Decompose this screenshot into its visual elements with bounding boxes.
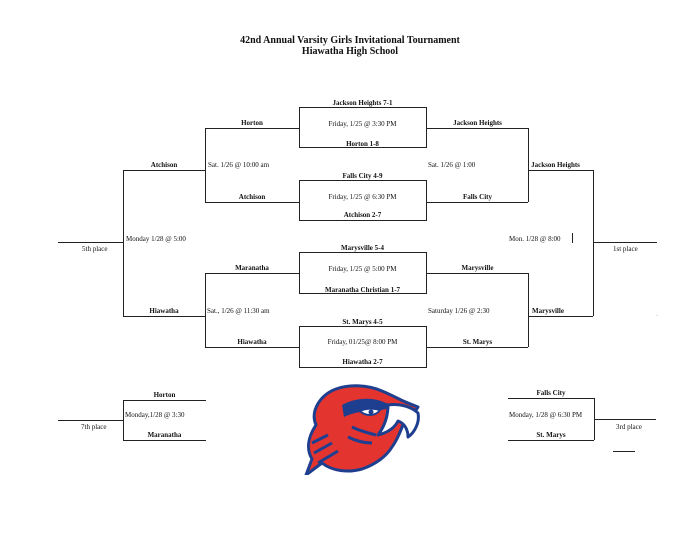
right-final-top-team: Jackson Heights: [531, 161, 580, 169]
seventh-place-line: [58, 420, 123, 421]
page-subtitle: Hiawatha High School: [301, 46, 399, 57]
left-semi1-top-line: [205, 128, 299, 129]
left-semi1-bottom-line: [205, 202, 299, 203]
game-3-time: Friday, 1/25 @ 5:00 PM: [328, 265, 397, 273]
left-final-bottom-team: Hiawatha: [149, 307, 179, 315]
third-place-label: 3rd place: [616, 423, 642, 431]
page-title: 42nd Annual Varsity Girls Invitational T…: [240, 35, 460, 46]
third-place-blank-line: [613, 451, 635, 452]
right-semi1-bottom-team: Falls City: [463, 193, 492, 201]
third-bottom-line: [508, 440, 594, 441]
right-final-top-line: [528, 170, 593, 171]
left-semi2-top-line: [205, 273, 299, 274]
right-semi2-bottom-team: St. Marys: [462, 338, 493, 346]
right-semi1-vline: [528, 128, 529, 202]
right-semi1-bottom-line: [427, 202, 528, 203]
game-1-box: [299, 107, 427, 148]
game-4-top-team: St. Marys 4-5: [342, 318, 383, 326]
left-final-bottom-line: [123, 316, 205, 317]
seventh-top-team: Horton: [153, 391, 176, 399]
game-1-bottom-team: Horton 1-8: [346, 140, 379, 148]
stray-mark: ·: [656, 313, 658, 319]
third-bottom-team: St. Marys: [536, 431, 566, 439]
left-final-top-line: [123, 170, 205, 171]
right-final-bottom-team: Marysville: [532, 307, 564, 315]
left-semi2-vline: [205, 273, 206, 347]
right-semi2-vline: [528, 273, 529, 347]
right-semi2-top-line: [427, 273, 528, 274]
left-semi2-bottom-line: [205, 347, 299, 348]
right-final-bottom-line: [528, 316, 593, 317]
game-4-bottom-team: Hiawatha 2-7: [342, 358, 383, 366]
first-place-line: [593, 242, 657, 243]
game-3-box: [299, 252, 427, 294]
game-1-time: Friday, 1/25 @ 3:30 PM: [328, 120, 397, 128]
right-semi1-top-team: Jackson Heights: [453, 119, 502, 127]
third-time: Monday, 1/28 @ 6:30 PM: [509, 411, 583, 419]
left-semi1-time: Sat. 1/26 @ 10:00 am: [208, 161, 270, 169]
third-top-team: Falls City: [536, 389, 566, 397]
seventh-vline: [123, 400, 124, 440]
left-final-vline: [123, 170, 124, 316]
hawk-logo-graphic: [304, 384, 420, 477]
first-place-label: 1st place: [613, 245, 638, 253]
left-semi1-vline: [205, 128, 206, 202]
left-semi2-bottom-team: Hiawatha: [237, 338, 267, 346]
right-final-tick: [572, 233, 573, 243]
game-2-box: [299, 180, 427, 221]
right-semi1-time: Sat. 1/26 @ 1:00: [428, 161, 476, 169]
seventh-bottom-line: [123, 440, 206, 441]
left-semi1-top-team: Horton: [241, 119, 263, 127]
right-final-time: Mon. 1/28 @ 8:00: [509, 235, 561, 243]
seventh-bottom-team: Maranatha: [147, 431, 182, 439]
right-semi1-top-line: [427, 128, 528, 129]
game-2-bottom-team: Atchison 2-7: [343, 211, 382, 219]
third-place-line: [594, 419, 656, 420]
game-4-box: [299, 326, 427, 368]
right-semi2-time: Saturday 1/26 @ 2:30: [428, 307, 490, 315]
hawk-logo: [302, 383, 420, 477]
game-4-time: Friday, 01/25@ 8:00 PM: [327, 338, 398, 346]
right-semi2-bottom-line: [427, 347, 528, 348]
left-semi2-top-team: Maranatha: [235, 264, 269, 272]
right-semi2-top-team: Marysville: [461, 264, 494, 272]
fifth-place-line: [58, 242, 123, 243]
game-2-top-team: Falls City 4-9: [342, 172, 383, 180]
game-3-bottom-team: Maranatha Christian 1-7: [324, 286, 401, 294]
game-3-top-team: Marysville 5-4: [341, 244, 384, 252]
left-final-time: Monday 1/28 @ 5:00: [126, 235, 186, 243]
left-final-top-team: Atchison: [150, 161, 178, 169]
seventh-time: Monday,1/28 @ 3:30: [125, 411, 185, 419]
seventh-top-line: [123, 400, 206, 401]
seventh-place-label: 7th place: [81, 423, 107, 431]
game-2-time: Friday, 1/25 @ 6:30 PM: [328, 193, 397, 201]
game-1-top-team: Jackson Heights 7-1: [332, 99, 393, 107]
left-semi1-bottom-team: Atchison: [238, 193, 266, 201]
fifth-place-label: 5th place: [82, 245, 108, 253]
third-top-line: [508, 398, 594, 399]
right-final-vline: [593, 170, 594, 316]
left-semi2-time: Sat., 1/26 @ 11:30 am: [207, 307, 270, 315]
